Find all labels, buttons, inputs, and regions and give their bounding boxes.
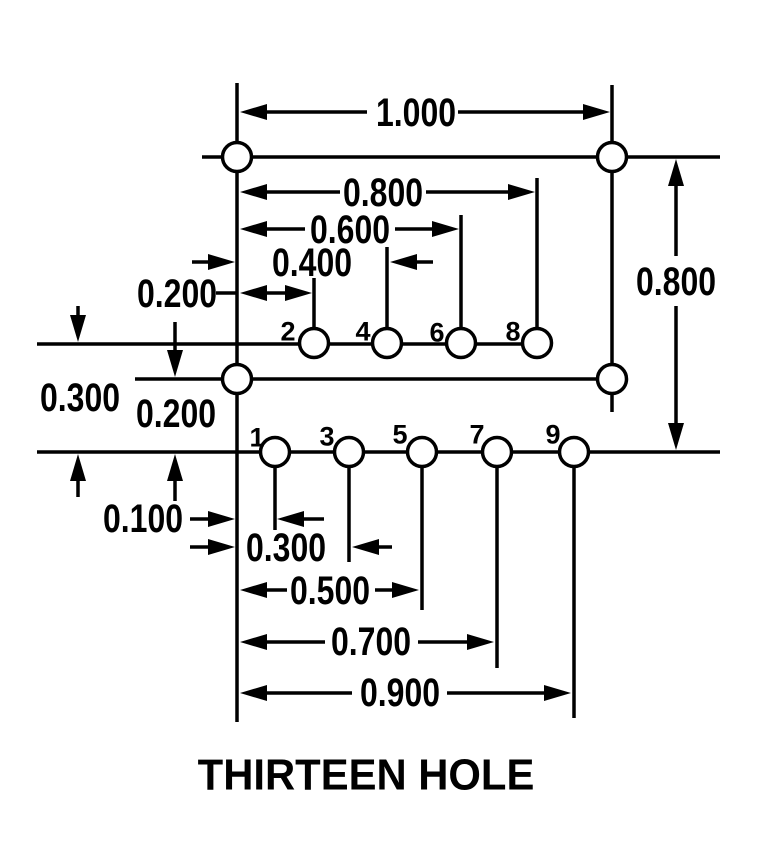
hole-6 [444, 326, 478, 360]
dim-0900-label: 0.900 [360, 670, 440, 715]
hole-label-4: 4 [355, 316, 370, 346]
hole-3 [332, 435, 366, 469]
hole-label-8: 8 [505, 316, 520, 346]
dim-0100-label: 0.100 [103, 496, 183, 541]
drawing-title: THIRTEEN HOLE [198, 750, 535, 799]
dim-0700-label: 0.700 [331, 619, 411, 664]
arrowhead-0800-right-down [668, 423, 684, 450]
hole-middle-right [595, 362, 629, 396]
arrowhead-0600-right [432, 221, 459, 237]
dim-1000-label: 1.000 [376, 90, 456, 135]
arrowhead-0200-top-right [285, 285, 312, 301]
dim-0800-right-label: 0.800 [636, 259, 716, 304]
hole-2 [297, 326, 331, 360]
hole-9 [557, 435, 591, 469]
hole-corner-top-left [220, 140, 254, 174]
arrowhead-0200-top-left [240, 285, 267, 301]
dim-0500-label: 0.500 [290, 568, 370, 613]
arrowhead-0300-left-up [70, 454, 86, 481]
arrowhead-0100-left [208, 511, 235, 527]
arrowhead-0900-left [240, 685, 267, 701]
dim-0800-top-label: 0.800 [343, 170, 423, 215]
dim-0300-bottom-label: 0.300 [246, 525, 326, 570]
arrowhead-0300-bottom-right [352, 539, 379, 555]
arrowhead-0400-left [208, 254, 235, 270]
hole-label-1: 1 [249, 422, 264, 452]
hole-label-2: 2 [280, 316, 295, 346]
arrowhead-0200-left-up [167, 454, 183, 481]
arrowhead-0700-left [240, 634, 267, 650]
arrowhead-1000-left [240, 104, 267, 120]
arrowhead-0700-right [467, 634, 494, 650]
hole-label-9: 9 [545, 419, 560, 449]
hole-middle-left [220, 362, 254, 396]
arrowhead-0400-right [390, 254, 417, 270]
arrowhead-0800-top-left [240, 184, 267, 200]
dim-0600-label: 0.600 [310, 207, 390, 252]
hole-7 [480, 435, 514, 469]
dim-0200-top-label: 0.200 [137, 271, 217, 316]
arrowhead-0200-left-down [167, 350, 183, 377]
arrowhead-1000-right [583, 104, 610, 120]
hole-8 [520, 326, 554, 360]
arrowhead-0300-bottom-left [208, 539, 235, 555]
hole-4 [370, 326, 404, 360]
hole-label-6: 6 [429, 317, 444, 347]
hole-5 [405, 435, 439, 469]
dim-0200-left-label: 0.200 [136, 391, 216, 436]
arrowhead-0500-right [392, 582, 419, 598]
hole-1 [258, 435, 292, 469]
arrowhead-0900-right [544, 685, 571, 701]
hole-label-5: 5 [392, 419, 407, 449]
arrowhead-0800-right-up [668, 159, 684, 186]
dim-0300-left-label: 0.300 [40, 375, 120, 420]
hole-label-3: 3 [319, 421, 334, 451]
arrowhead-0800-top-right [508, 184, 535, 200]
hole-corner-top-right [595, 140, 629, 174]
arrowhead-0600-left [240, 221, 267, 237]
dim-0400-label: 0.400 [272, 240, 352, 285]
arrowhead-0100-right [277, 511, 304, 527]
hole-label-7: 7 [469, 419, 484, 449]
arrowhead-0500-left [240, 582, 267, 598]
arrowhead-0300-left-down [70, 315, 86, 342]
